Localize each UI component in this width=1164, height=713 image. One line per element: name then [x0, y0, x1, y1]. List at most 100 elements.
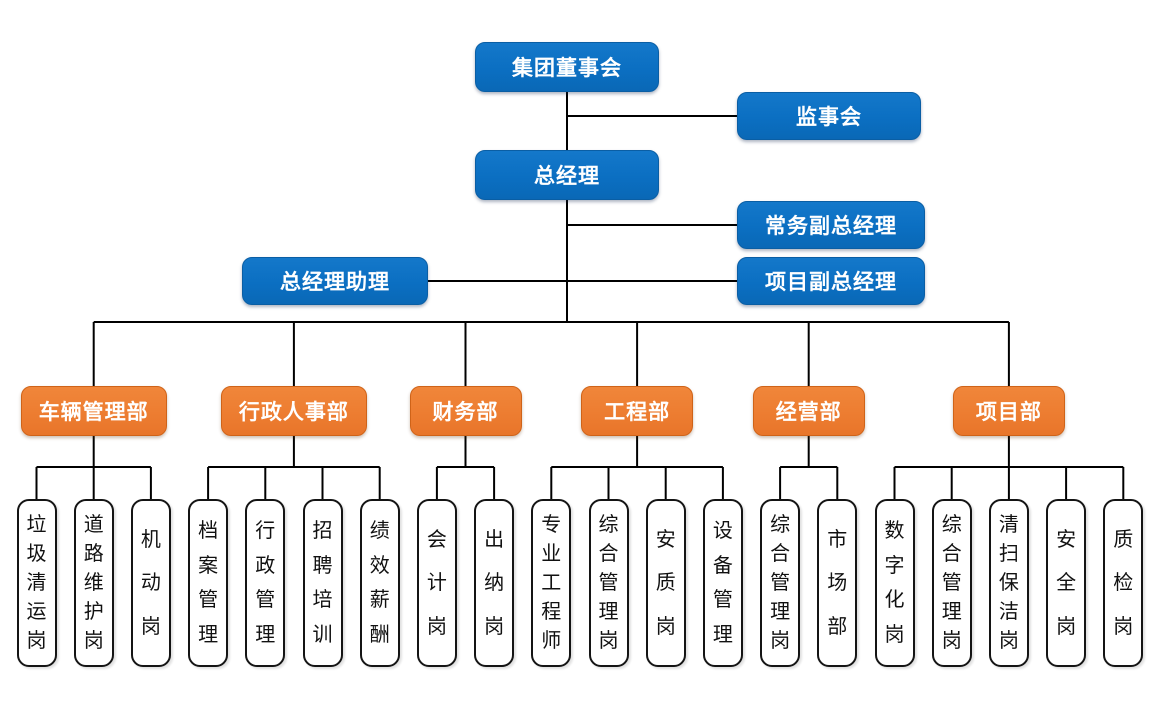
- org-node-post: 设备管理: [702, 499, 743, 667]
- post-label-char: 护: [83, 601, 104, 623]
- org-node-post: 专业工程师: [531, 499, 572, 667]
- post-label-char: 合: [941, 543, 962, 565]
- org-node-department: 经营部: [752, 386, 865, 436]
- post-label-char: 运: [26, 601, 47, 623]
- post-label-char: 出: [484, 528, 505, 551]
- post-label-char: 岗: [26, 630, 47, 652]
- post-label-char: 设: [712, 519, 733, 542]
- org-node-board-of-directors: 集团董事会: [475, 42, 659, 92]
- org-node-post: 清扫保洁岗: [988, 499, 1029, 667]
- org-node-post: 机动岗: [130, 499, 171, 667]
- post-label-char: 岗: [426, 615, 447, 638]
- post-label-char: 理: [255, 624, 276, 647]
- post-label-char: 部: [827, 615, 848, 638]
- post-label-char: 安: [655, 528, 676, 551]
- post-label-char: 道: [83, 514, 104, 536]
- post-label-char: 扫: [998, 543, 1019, 565]
- org-node-post: 综合管理岗: [760, 499, 801, 667]
- post-label-char: 业: [541, 543, 562, 565]
- post-label-char: 岗: [1113, 615, 1134, 638]
- post-label-char: 市: [827, 528, 848, 551]
- post-label-char: 维: [83, 572, 104, 594]
- post-label-char: 垃: [26, 514, 47, 536]
- post-label-char: 圾: [26, 543, 47, 565]
- post-label-char: 岗: [598, 630, 619, 652]
- post-label-char: 岗: [1056, 615, 1077, 638]
- post-label-char: 质: [1113, 528, 1134, 551]
- post-label-char: 管: [255, 589, 276, 612]
- org-node-post: 市场部: [817, 499, 858, 667]
- org-node-post: 道路维护岗: [73, 499, 114, 667]
- post-label-char: 岗: [140, 615, 161, 638]
- post-label-char: 计: [426, 572, 447, 594]
- post-label-char: 机: [140, 528, 161, 551]
- post-label-char: 岗: [770, 630, 791, 652]
- post-label-char: 酬: [369, 624, 390, 647]
- post-label-char: 政: [255, 554, 276, 577]
- post-label-char: 路: [83, 543, 104, 565]
- post-label-char: 训: [312, 624, 333, 647]
- post-label-char: 理: [941, 601, 962, 623]
- post-label-char: 效: [369, 554, 390, 577]
- post-label-char: 字: [884, 554, 905, 577]
- post-label-char: 聘: [312, 554, 333, 577]
- post-label-char: 岗: [83, 630, 104, 652]
- post-label-char: 理: [598, 601, 619, 623]
- post-label-char: 合: [598, 543, 619, 565]
- org-node-executive-deputy-gm: 常务副总经理: [737, 201, 925, 249]
- post-label-char: 理: [712, 624, 733, 647]
- post-label-char: 管: [198, 589, 219, 612]
- org-node-post: 档案管理: [188, 499, 229, 667]
- post-label-char: 清: [998, 514, 1019, 536]
- post-label-char: 合: [770, 543, 791, 565]
- post-label-char: 绩: [369, 519, 390, 542]
- org-node-post: 招聘培训: [302, 499, 343, 667]
- org-node-project-deputy-gm: 项目副总经理: [737, 257, 925, 305]
- post-label-char: 综: [941, 514, 962, 536]
- org-node-department: 车辆管理部: [20, 386, 167, 436]
- post-label-char: 薪: [369, 589, 390, 612]
- post-label-char: 招: [312, 519, 333, 542]
- org-node-post: 综合管理岗: [588, 499, 629, 667]
- post-label-char: 行: [255, 519, 276, 542]
- post-label-char: 化: [884, 589, 905, 612]
- post-label-char: 管: [941, 572, 962, 594]
- org-node-post: 绩效薪酬: [359, 499, 400, 667]
- post-label-char: 师: [541, 630, 562, 652]
- post-label-char: 管: [712, 589, 733, 612]
- org-node-post: 行政管理: [245, 499, 286, 667]
- org-node-post: 安全岗: [1046, 499, 1087, 667]
- post-label-char: 备: [712, 554, 733, 577]
- post-label-char: 档: [198, 519, 219, 542]
- post-label-char: 保: [998, 572, 1019, 594]
- post-label-char: 专: [541, 514, 562, 536]
- post-label-char: 动: [140, 572, 161, 594]
- org-node-supervisory-board: 监事会: [737, 92, 921, 140]
- post-label-char: 会: [426, 528, 447, 551]
- post-label-char: 全: [1056, 572, 1077, 594]
- post-label-char: 岗: [484, 615, 505, 638]
- post-label-char: 综: [770, 514, 791, 536]
- org-node-post: 出纳岗: [474, 499, 515, 667]
- post-label-char: 管: [770, 572, 791, 594]
- post-label-char: 案: [198, 554, 219, 577]
- post-label-char: 理: [198, 624, 219, 647]
- org-node-post: 垃圾清运岗: [16, 499, 57, 667]
- post-label-char: 质: [655, 572, 676, 594]
- org-node-post: 质检岗: [1103, 499, 1144, 667]
- org-node-department: 项目部: [952, 386, 1065, 436]
- post-label-char: 岗: [998, 630, 1019, 652]
- post-label-char: 安: [1056, 528, 1077, 551]
- post-label-char: 数: [884, 519, 905, 542]
- post-label-char: 检: [1113, 572, 1134, 594]
- org-node-post: 综合管理岗: [931, 499, 972, 667]
- post-label-char: 纳: [484, 572, 505, 594]
- post-label-char: 工: [541, 572, 562, 594]
- org-node-department: 财务部: [409, 386, 522, 436]
- post-label-char: 培: [312, 589, 333, 612]
- org-node-general-manager: 总经理: [475, 150, 659, 200]
- post-label-char: 岗: [655, 615, 676, 638]
- post-label-char: 岗: [884, 624, 905, 647]
